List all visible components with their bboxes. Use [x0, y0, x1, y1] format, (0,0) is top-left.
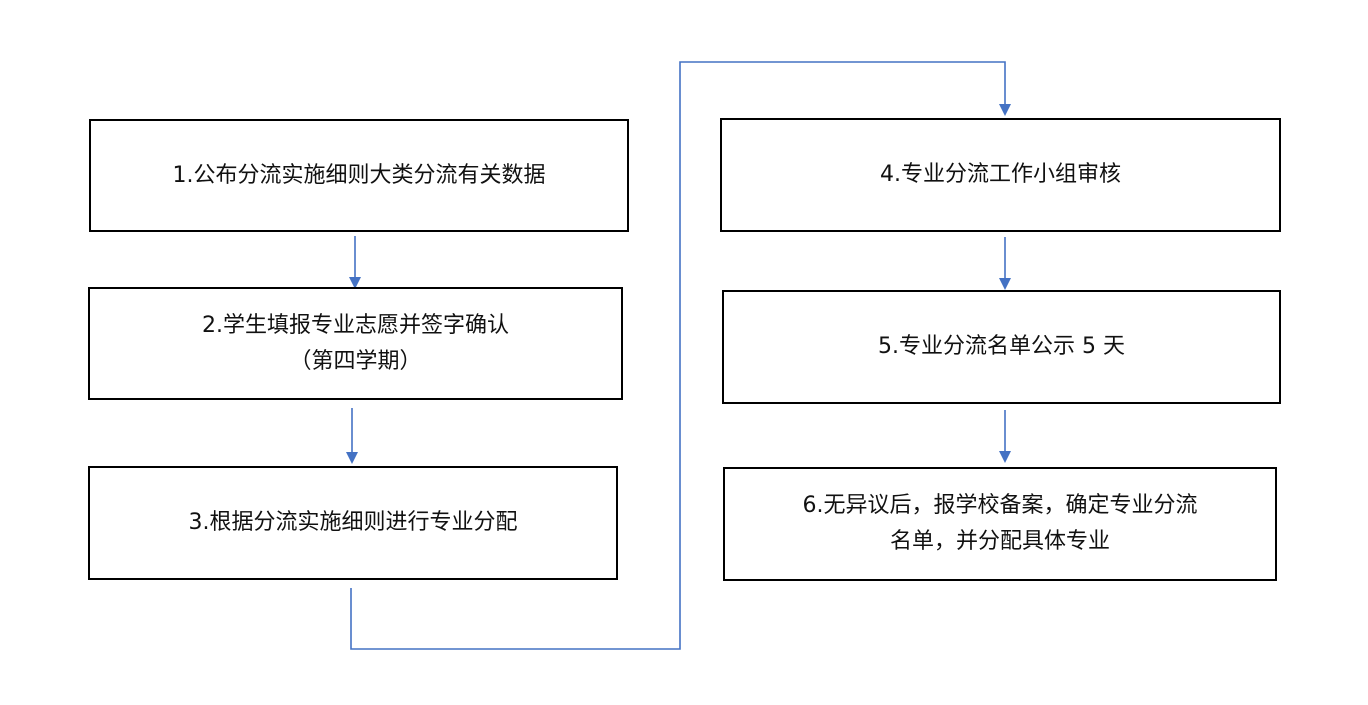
connector-step3-to-step4	[350, 61, 1011, 650]
step-3-text: 3.根据分流实施细则进行专业分配	[188, 510, 518, 535]
step-2-text-line-1: 2.学生填报专业志愿并签字确认	[202, 312, 509, 338]
step-1-box: 1.公布分流实施细则大类分流有关数据	[89, 119, 629, 232]
step-4-text: 4.专业分流工作小组审核	[880, 162, 1121, 187]
step-5-text: 5.专业分流名单公示 5 天	[878, 334, 1125, 359]
step-6-text-line-2: 名单，并分配具体专业	[889, 529, 1110, 554]
step-4-box: 4.专业分流工作小组审核	[720, 118, 1281, 232]
step-1-text: 1.公布分流实施细则大类分流有关数据	[172, 162, 546, 188]
step-6-box: 6.无异议后，报学校备案，确定专业分流 名单，并分配具体专业	[723, 467, 1277, 581]
step-5-box: 5.专业分流名单公示 5 天	[722, 290, 1281, 404]
step-2-box: 2.学生填报专业志愿并签字确认 （第四学期）	[88, 287, 623, 400]
step-2-text-line-2: （第四学期）	[289, 348, 422, 374]
step-3-box: 3.根据分流实施细则进行专业分配	[88, 466, 618, 580]
step-6-text-line-1: 6.无异议后，报学校备案，确定专业分流	[802, 493, 1198, 518]
